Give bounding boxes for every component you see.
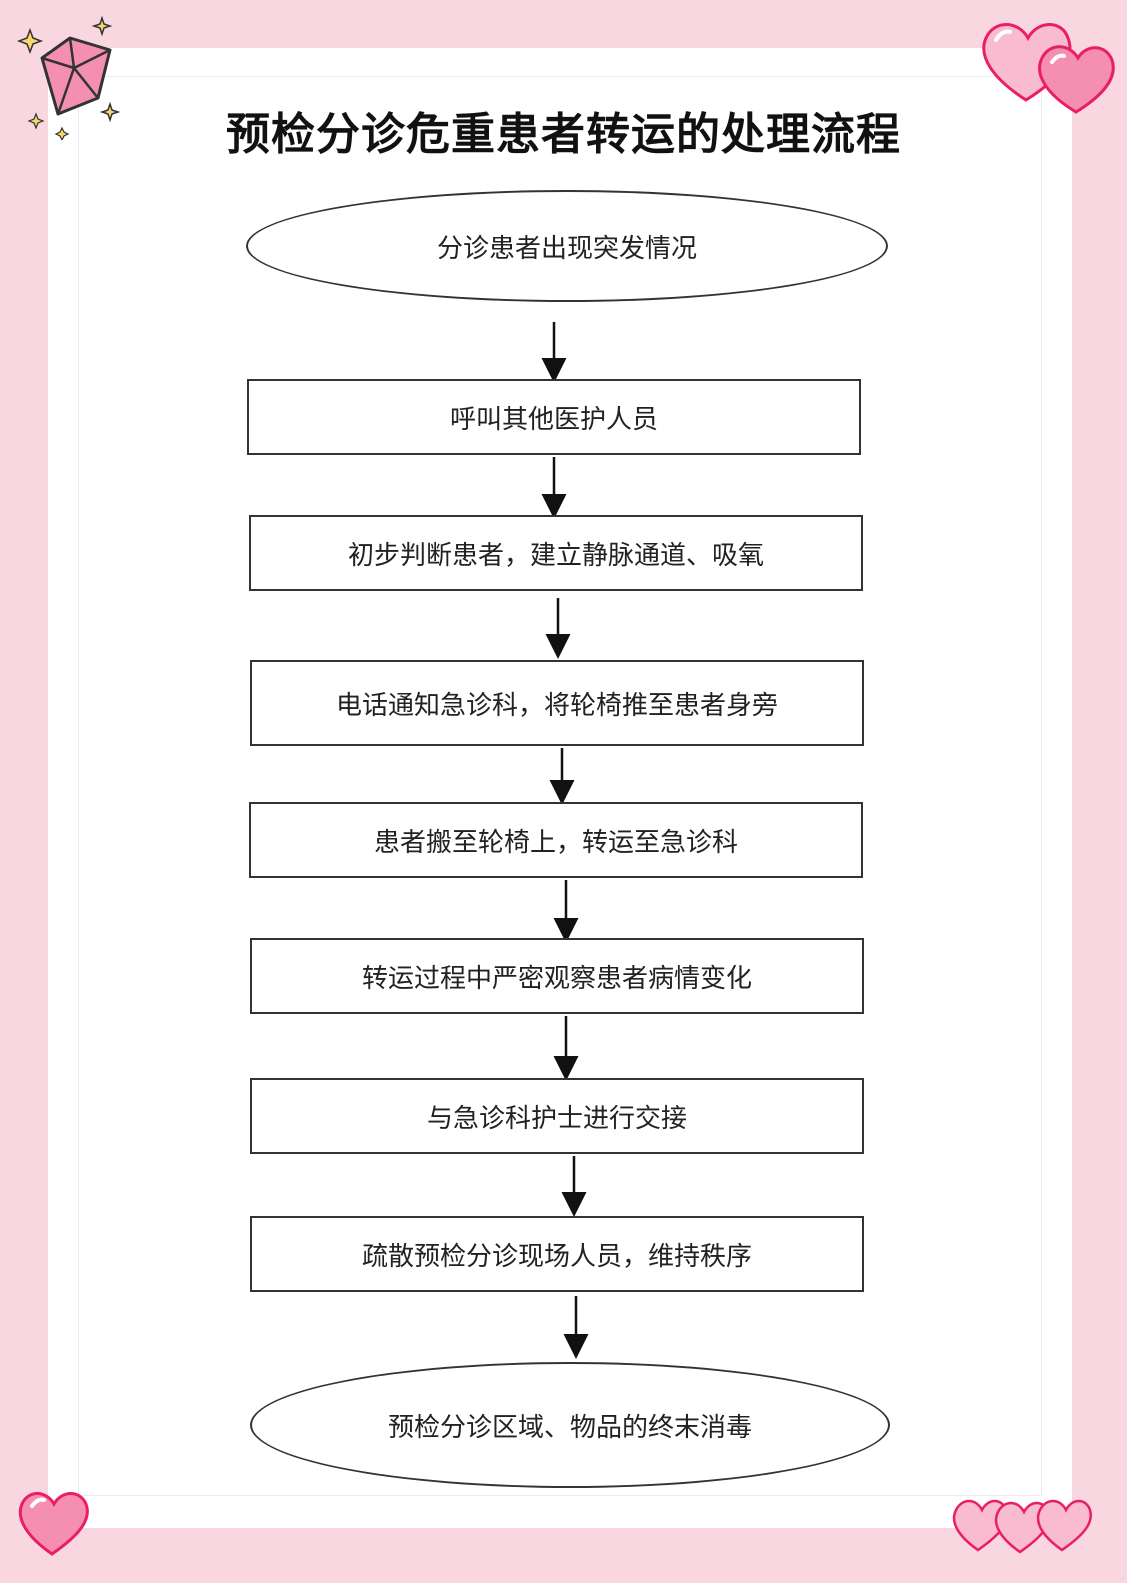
node-label: 与急诊科护士进行交接: [426, 1103, 687, 1134]
node-label: 分诊患者出现突发情况: [436, 233, 697, 264]
inner-frame: [78, 76, 1042, 1496]
flow-step-node: 电话通知急诊科，将轮椅推至患者身旁: [250, 660, 864, 746]
node-label: 患者搬至轮椅上，转运至急诊科: [373, 827, 738, 858]
flow-end-node: 预检分诊区域、物品的终末消毒: [250, 1362, 890, 1488]
heart-icon: [18, 1492, 89, 1556]
node-label: 电话通知急诊科，将轮椅推至患者身旁: [335, 690, 778, 721]
flow-step-node: 呼叫其他医护人员: [247, 379, 861, 455]
flow-step-node: 疏散预检分诊现场人员，维持秩序: [250, 1216, 864, 1292]
node-label: 转运过程中严密观察患者病情变化: [361, 963, 752, 994]
node-label: 呼叫其他医护人员: [449, 404, 658, 435]
node-label: 疏散预检分诊现场人员，维持秩序: [361, 1241, 752, 1272]
flow-step-node: 患者搬至轮椅上，转运至急诊科: [249, 802, 863, 878]
flow-start-node: 分诊患者出现突发情况: [246, 190, 888, 302]
heart-icon: [982, 23, 1115, 114]
flow-step-node: 与急诊科护士进行交接: [250, 1078, 864, 1154]
flow-step-node: 转运过程中严密观察患者病情变化: [250, 938, 864, 1014]
node-label: 预检分诊区域、物品的终末消毒: [387, 1412, 752, 1443]
diamond-icon: [16, 15, 121, 140]
page-title: 预检分诊危重患者转运的处理流程: [226, 109, 901, 160]
heart-icon: [952, 1499, 1093, 1554]
node-label: 初步判断患者，建立静脉通道、吸氧: [347, 540, 764, 571]
flow-step-node: 初步判断患者，建立静脉通道、吸氧: [249, 515, 863, 591]
